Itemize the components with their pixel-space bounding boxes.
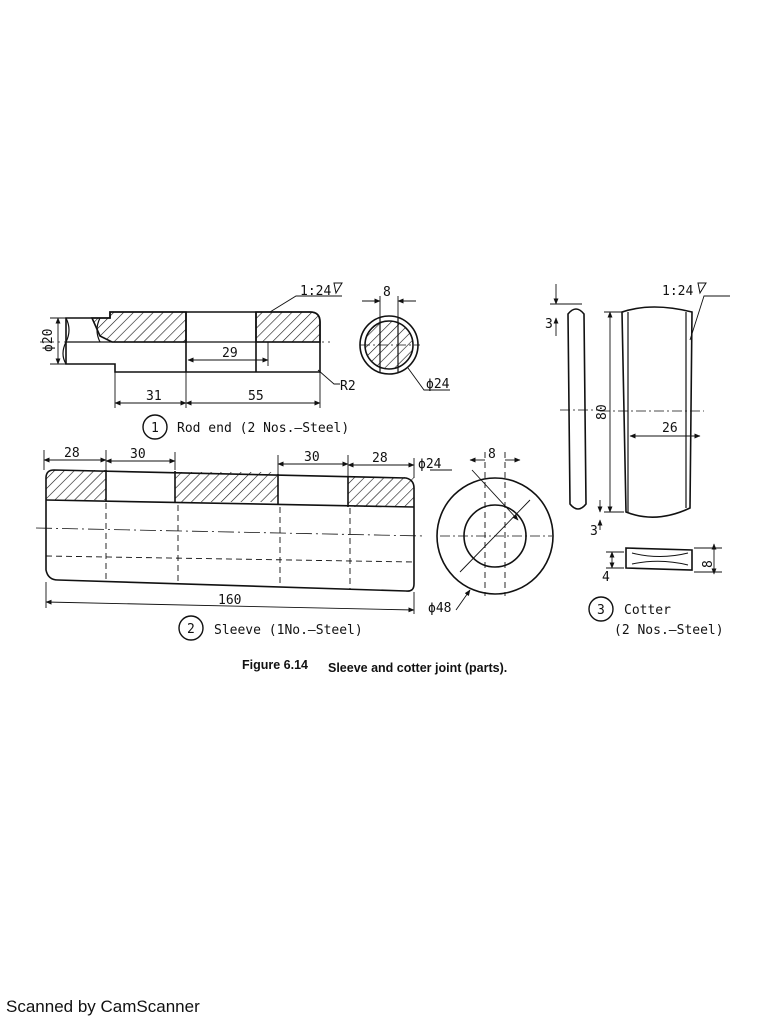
- sleeve-dim-30-right: 30: [304, 450, 320, 465]
- cotter-dim-8: 8: [701, 560, 716, 568]
- cotter-taper-label: 1:24: [662, 284, 693, 299]
- rod-dim-31: 31: [146, 389, 162, 404]
- part-2-label: Sleeve (1No.–Steel): [214, 623, 363, 638]
- cotter-side-view: [560, 308, 600, 510]
- part-1-balloon: [142, 414, 168, 440]
- part-3-balloon: [588, 596, 614, 622]
- scanner-watermark: Scanned by CamScanner: [6, 997, 200, 1016]
- rod-cross-section: [359, 296, 450, 391]
- cotter-dimensions: [550, 284, 730, 575]
- sleeve-end-dia-24: ϕ24: [418, 457, 442, 472]
- cotter-dim-3-bottom: 3: [590, 524, 598, 539]
- rod-end-view: [40, 311, 330, 373]
- rod-dim-55: 55: [248, 389, 264, 404]
- rod-dim-29: 29: [222, 346, 238, 361]
- cotter-bottom-view: [625, 547, 693, 571]
- part-3-number: 3: [597, 603, 605, 618]
- rod-taper-label: 1:24: [300, 284, 331, 299]
- sleeve-dim-30-left: 30: [130, 447, 146, 462]
- figure-number: Figure 6.14: [242, 658, 308, 672]
- sleeve-end-dia-48: ϕ48: [428, 601, 451, 616]
- cotter-taper-triangle-icon: [697, 282, 707, 295]
- cotter-front-view: [600, 306, 704, 518]
- figure-title: Sleeve and cotter joint (parts).: [328, 661, 507, 675]
- rod-section-dia-24: ϕ24: [426, 377, 450, 392]
- rod-dia-label: ϕ20: [41, 329, 56, 352]
- part-2-balloon: [178, 615, 204, 641]
- sleeve-dim-28-right: 28: [372, 451, 388, 466]
- rod-end-dimensions: [50, 295, 342, 408]
- part-1-number: 1: [151, 421, 159, 436]
- sleeve-view: [35, 469, 426, 592]
- taper-triangle-icon: [333, 282, 343, 295]
- cotter-dim-80: 80: [595, 404, 610, 420]
- sleeve-end-view: [430, 452, 554, 611]
- part-1-label: Rod end (2 Nos.–Steel): [177, 421, 349, 436]
- part-3-label: Cotter: [624, 603, 671, 618]
- rod-section-dim-8: 8: [383, 285, 391, 300]
- sleeve-dimensions: [43, 450, 415, 614]
- cotter-dim-4: 4: [602, 570, 610, 585]
- cotter-dim-3-top: 3: [545, 317, 553, 332]
- part-3-label-qty: (2 Nos.–Steel): [614, 623, 724, 638]
- part-2-number: 2: [187, 622, 195, 637]
- sleeve-dim-28-left: 28: [64, 446, 80, 461]
- cotter-dim-26: 26: [662, 421, 678, 436]
- sleeve-dim-160: 160: [218, 593, 241, 608]
- sleeve-end-dim-8: 8: [488, 447, 496, 462]
- rod-radius-label: R2: [340, 379, 356, 394]
